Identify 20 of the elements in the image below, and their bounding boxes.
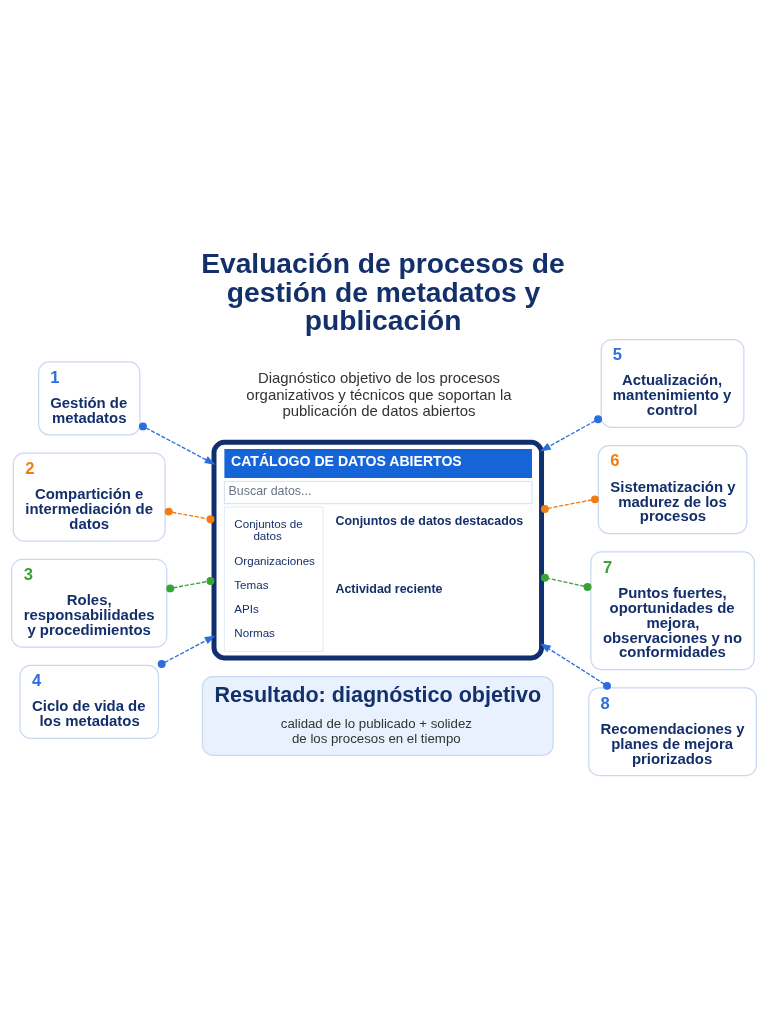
node-box: 5 Actualización, mantenimiento y control [600,338,745,429]
node-box: 4 Ciclo de vida de los metadatos [19,664,160,739]
node-box: CATÁLOGO DE DATOS ABIERTOS Buscar datos... Conjuntos de datos Organizaciones Temas APIs Normas Conjuntos de datos destacados Actividad reciente [211,439,545,661]
connector [164,507,215,524]
node-box: 6 Sistematización y madurez de los procesos [597,445,748,535]
arrow [539,643,611,690]
node-box: 7 Puntos fuertes, oportunidades de mejora, observaciones y no conformidades [590,551,755,671]
diagram-title: Evaluación de procesos de gestión de metadatos y publicación [201,247,565,336]
node-box: 2 Compartición e intermediación de datos [12,452,166,542]
label: Diagnóstico objetivo de los procesos organizativos y técnicos que soportan la publicación de datos abiertos [246,368,512,420]
arrow [539,415,603,452]
node-box: 8 Recomendaciones y planes de mejora priorizados [588,687,757,777]
connector [540,495,599,513]
node-box: Resultado: diagnóstico objetivo calidad de lo publicado + solidez de los procesos en el tiempo [201,675,554,756]
connector [166,576,215,593]
node-box: 1 Gestión de metadatos [38,361,141,436]
node-box: 3 Roles, responsabilidades y procedimientos [11,558,168,648]
arrow [138,422,216,465]
connector [540,573,592,591]
arrow [157,635,216,668]
